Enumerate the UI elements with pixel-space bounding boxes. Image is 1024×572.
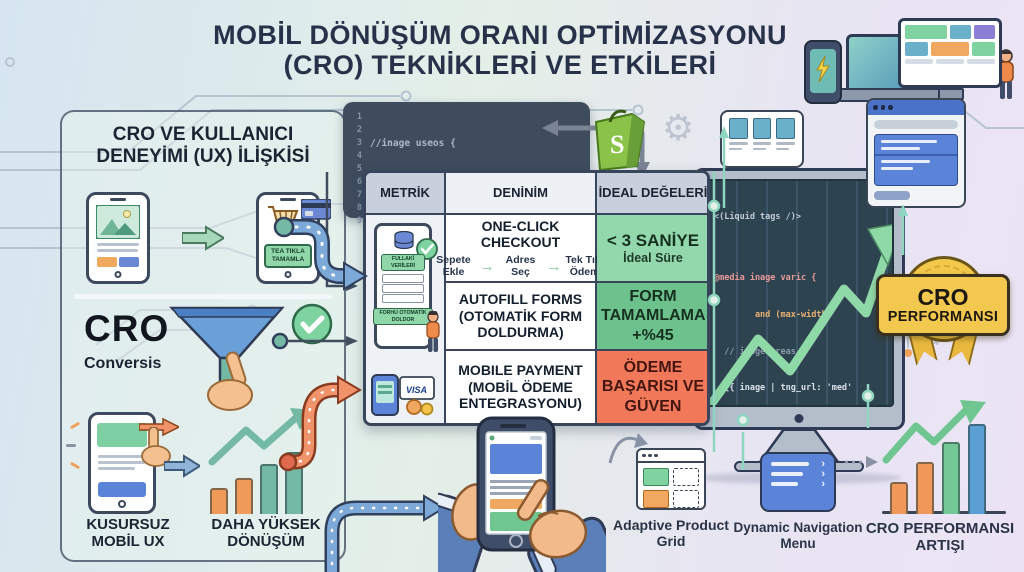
trend-arrow-icon <box>882 400 986 464</box>
menu-chevron-icon: › <box>821 458 825 470</box>
content-panel <box>874 134 958 186</box>
cro-conversion-caption: CRO Conversis <box>84 310 169 373</box>
page-title: MOBİL DÖNÜŞÜM ORANI OPTİMİZASYONU (CRO) … <box>150 20 850 80</box>
shopify-bag-icon: S <box>594 109 646 172</box>
dynamic-menu-label: Dynamic Navigation Menu <box>733 520 863 551</box>
visa-card-icon: VISA <box>399 376 435 400</box>
step-arrow-icon: → <box>479 258 495 276</box>
title-line-1: MOBİL DÖNÜŞÜM ORANI OPTİMİZASYONU <box>213 20 787 50</box>
credit-card-icon <box>301 199 331 220</box>
checkout-steps: Sepete Ekle → Adres Seç → Tek Tıkla Ödem… <box>436 253 610 278</box>
browser-button <box>874 191 910 200</box>
monitor-screen: <(Liquid tags /)> @media inage varic { a… <box>704 179 894 407</box>
lightning-icon <box>816 56 830 82</box>
col-header-definition: DENİNİM <box>446 173 597 215</box>
flow-arrow-icon <box>182 225 224 251</box>
cro-growth-label: CRO PERFORMANSI ARTIŞI <box>865 520 1015 555</box>
monitor-camera-dot <box>794 414 804 423</box>
monitor-code: <(Liquid tags /)> @media inage varic { a… <box>714 212 853 394</box>
menu-chevron-icon: › <box>821 468 825 480</box>
technique-name: ONE-CLICK CHECKOUT <box>480 217 561 251</box>
cro-metrics-table: METRİK DENİNİM İDEAL DEĞELERİ FULLAKİ VE… <box>363 170 710 426</box>
ideal-value-cell: ÖDEME BAŞARISI VE GÜVEN <box>597 351 707 423</box>
content-phone-icon <box>86 192 150 284</box>
svg-text:S: S <box>610 130 624 159</box>
hands-holding-phone-illustration <box>438 416 606 572</box>
ux-relation-panel: CRO VE KULLANICI DENEYİMİ (UX) İLİŞKİSİ <box>60 110 346 562</box>
trend-arrow-icon <box>208 408 314 466</box>
higher-conversion-label: DAHA YÜKSEK DÖNÜŞÜM <box>211 516 321 551</box>
swipe-arrow-icon <box>139 417 179 437</box>
code-monitor: <(Liquid tags /)> @media inage varic { a… <box>693 168 905 430</box>
check-circle-icon <box>291 303 333 345</box>
row-mobile-payment: MOBILE PAYMENT (MOBİL ÖDEME ENTEGRASYONU… <box>446 351 597 423</box>
to-conversion-arrow-icon <box>164 454 200 478</box>
gear-icon: ⚙ <box>662 108 695 149</box>
metric-illustration-cell: FULLAKİ VERİLERİ FORHU OTOMATİK DOLDOR <box>366 215 446 423</box>
coin-icon <box>406 399 422 415</box>
ux-relation-heading: CRO VE KULLANICI DENEYİMİ (UX) İLİŞKİSİ <box>96 124 310 167</box>
conversion-funnel-icon <box>169 303 333 411</box>
person-icon <box>426 311 440 352</box>
growth-arrow-icon <box>707 224 892 405</box>
panel-divider <box>74 294 332 299</box>
form-field <box>382 274 424 283</box>
row-one-click-checkout: ONE-CLICK CHECKOUT Sepete Ekle → Adres S… <box>436 215 610 283</box>
dynamic-menu-icon: › › › <box>760 452 836 512</box>
cro-word: CRO <box>84 308 170 349</box>
form-field <box>382 294 424 303</box>
mobile-ux-label: KUSURSUZ MOBİL UX <box>86 516 170 551</box>
hand-pointer-icon <box>207 351 253 411</box>
tap-hand-icon <box>141 427 171 467</box>
search-bar <box>874 120 958 129</box>
title-line-2: (CRO) TEKNİKLERİ VE ETKİLERİ <box>283 50 717 81</box>
col-header-ideal: İDEAL DEĞELERİ <box>597 173 707 215</box>
cro-growth-chart <box>882 400 1014 514</box>
higher-conversion-chart <box>204 408 336 514</box>
mobile-phone-icon <box>804 40 842 104</box>
checkout-phone-icon: TEA TIKLA TAMAMLA <box>256 192 331 284</box>
cart-icon <box>268 206 299 229</box>
autofill-phone-icon: FULLAKİ VERİLERİ FORHU OTOMATİK DOLDOR <box>373 223 438 349</box>
right-hand-pointing <box>516 479 588 559</box>
shopify-connector-group: S <box>542 109 650 178</box>
coin-icon <box>420 402 434 416</box>
thumbnail-grid-card <box>720 110 804 168</box>
ideal-value-cell: < 3 SANİYE İdeal Süre <box>597 215 707 283</box>
adaptive-grid-label: Adaptive Product Grid <box>613 517 729 550</box>
ux-flow-row: TEA TIKLA TAMAMLA <box>86 190 331 286</box>
cro-performance-badge: CRO PERFORMANSI <box>876 250 1010 382</box>
col-header-metric: METRİK <box>366 173 446 215</box>
svg-text:VISA: VISA <box>406 385 427 395</box>
database-icon <box>394 231 414 250</box>
one-tap-complete-button: TEA TIKLA TAMAMLA <box>264 244 312 268</box>
conversion-word: Conversis <box>84 355 162 372</box>
browser-header <box>868 100 964 115</box>
user-data-button: FULLAKİ VERİLERİ <box>381 254 425 271</box>
badge-plate: CRO PERFORMANSI <box>876 274 1010 336</box>
menu-chevron-icon: › <box>821 478 825 490</box>
image-placeholder-icon <box>96 205 140 239</box>
adaptive-grid-icon <box>636 448 706 510</box>
row-autofill-forms: AUTOFILL FORMS (OTOMATİK FORM DOLDURMA) <box>446 283 597 351</box>
ideal-value-cell: FORM TAMAMLAMA +%45 <box>597 283 707 351</box>
browser-window-card <box>866 98 966 208</box>
desktop-monitor-icon <box>898 18 1002 88</box>
step-arrow-icon: → <box>546 258 562 276</box>
mobile-payment-icons: VISA <box>370 369 440 417</box>
form-field <box>382 284 424 293</box>
responsive-devices-illustration <box>800 12 1018 104</box>
mobile-ux-phone-icon <box>88 412 179 514</box>
